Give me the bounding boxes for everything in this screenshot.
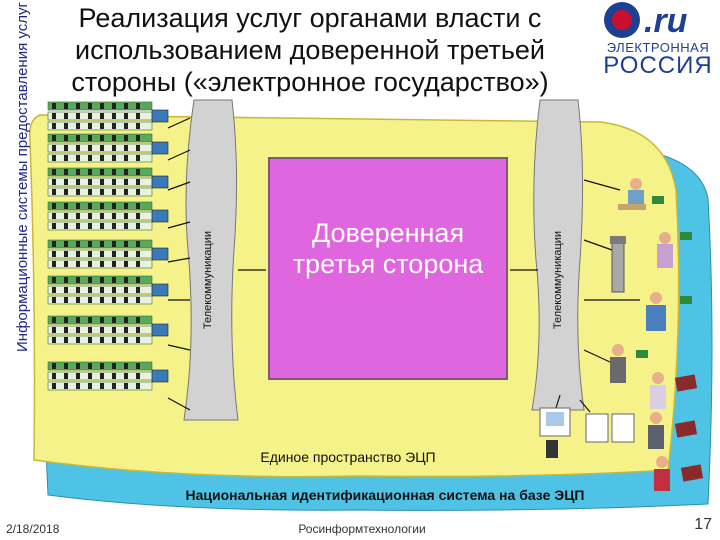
- computer-row-icon: [47, 315, 169, 345]
- computer-row-icon: [47, 167, 169, 197]
- person-icon: [618, 178, 646, 210]
- person-icon: [610, 344, 626, 383]
- computer-row-icon: [47, 239, 169, 269]
- terminal-icon: [610, 236, 626, 293]
- footer-org: Росинформтехнологии: [298, 522, 426, 536]
- computer-row-icon: [47, 201, 169, 231]
- telecom-right-tube: [531, 99, 585, 411]
- computer-row-icon: [47, 275, 169, 305]
- smart-card-icon: [680, 296, 692, 304]
- emblem-icon: [604, 2, 640, 38]
- passport-icon: [680, 464, 704, 482]
- trusted-third-party-box: [268, 157, 508, 380]
- computer-row-icon: [47, 361, 169, 391]
- passport-icon: [674, 374, 698, 392]
- smart-card-icon: [636, 350, 648, 358]
- smart-card-icon: [652, 196, 664, 204]
- passport-icon: [674, 420, 698, 438]
- trusted-third-party-label: Доверенная третья сторона: [292, 218, 484, 279]
- service-systems-stack: [47, 101, 169, 391]
- page-number: 17: [694, 516, 712, 533]
- footer-date: 2/18/2018: [6, 522, 60, 536]
- computer-row-icon: [47, 133, 169, 163]
- logo-mark: .ru: [644, 2, 688, 40]
- person-icon: [657, 232, 673, 268]
- right-arrows: [555, 179, 640, 413]
- smart-card-icon: [680, 232, 692, 240]
- telecom-left-tube: [183, 99, 239, 421]
- national-system-label: Национальная идентификационная система н…: [185, 487, 585, 503]
- person-icon: [646, 292, 666, 331]
- logo-line2: РОССИЯ: [603, 52, 713, 79]
- service-systems-label: Информационные системы предоставления ус…: [14, 2, 31, 352]
- computer-row-icon: [47, 101, 169, 131]
- ecp-space-label: Единое пространство ЭЦП: [260, 449, 436, 465]
- logo-line1: ЭЛЕКТРОННАЯ: [606, 40, 710, 55]
- certification-center: [539, 407, 635, 458]
- person-icon: [654, 456, 670, 491]
- slide-title: Реализация услуг органами власти с испол…: [71, 3, 549, 97]
- electronic-russia-logo: .ru ЭЛЕКТРОННАЯ РОССИЯ: [598, 0, 718, 80]
- left-arrows: [167, 117, 191, 411]
- telecom-right-label: Телекоммуникации: [552, 230, 564, 330]
- person-icon: [648, 412, 664, 449]
- citizen-users: [610, 178, 704, 491]
- person-icon: [650, 372, 666, 409]
- telecom-left-label: Телекоммуникации: [202, 230, 214, 330]
